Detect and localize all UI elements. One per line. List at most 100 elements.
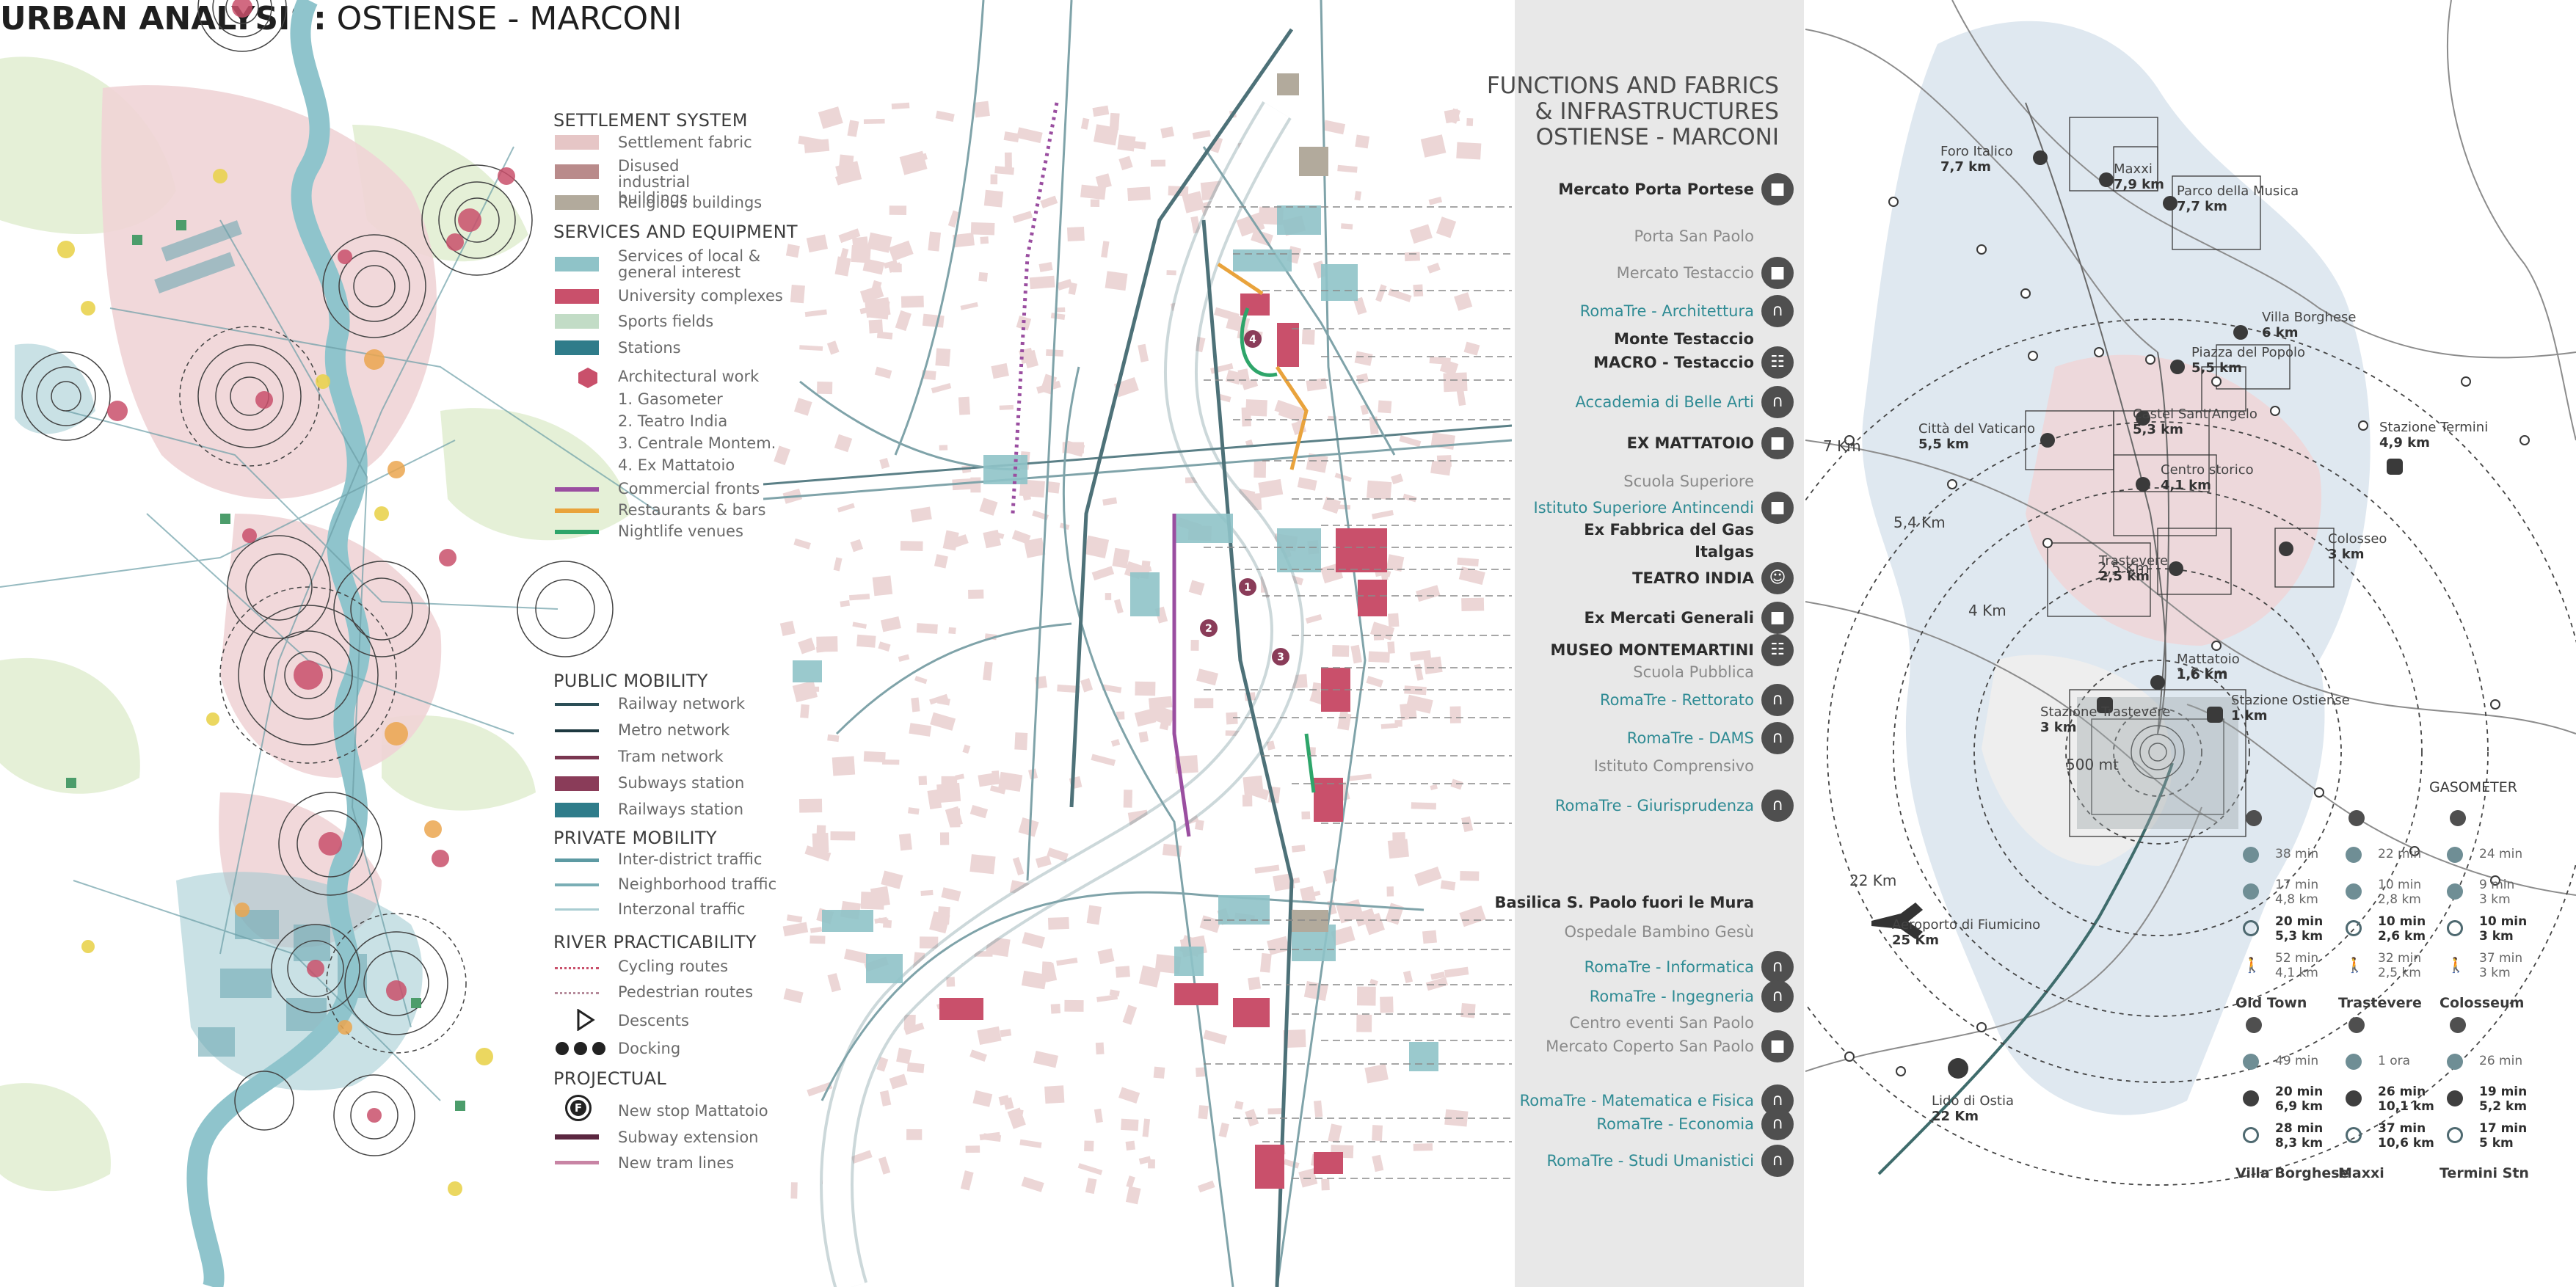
swatch-fabric: [555, 135, 599, 150]
fabric-block: [843, 948, 870, 964]
hexagon-icon: [578, 368, 597, 388]
fabric-block: [983, 529, 1002, 549]
arch-number-3: 3: [1277, 652, 1284, 663]
function-item: EX MATTATOIO: [1626, 434, 1754, 452]
fabric-block: [1337, 164, 1358, 173]
fabric-block: [1410, 650, 1432, 662]
fabric-block: [1091, 754, 1116, 767]
line-railway: [555, 703, 599, 706]
travel-duration: 28 min: [2275, 1121, 2324, 1136]
fabric-block: [1266, 740, 1276, 751]
fabric-block: [973, 101, 990, 118]
fabric-block: [1341, 223, 1353, 230]
fabric-block: [1242, 795, 1253, 807]
legend-item: Pedestrian routes: [618, 983, 754, 1001]
fabric-block: [1126, 1175, 1135, 1189]
fabric-block: [1237, 368, 1251, 385]
fabric-block: [903, 1022, 925, 1035]
line-subway-extension: [555, 1134, 599, 1140]
fabric-block: [1115, 966, 1130, 978]
fabric-block: [882, 759, 900, 765]
fabric-block: [1274, 399, 1302, 419]
arch-number-4: 4: [1249, 334, 1256, 346]
fabric-block: [862, 258, 885, 275]
bus-icon: [2243, 847, 2259, 863]
fabric-block: [1366, 480, 1392, 500]
travel-duration: 22 min: [2378, 847, 2422, 861]
fabric-block: [895, 310, 912, 332]
fabric-block: [785, 244, 800, 258]
fabric-block: [1386, 554, 1405, 572]
fabric-block: [860, 892, 885, 910]
fabric-block: [1423, 656, 1443, 675]
place-distance: 5,5 km: [2191, 360, 2242, 376]
swatch-industrial: [555, 164, 599, 179]
fabric-block: [1428, 197, 1443, 205]
fabric-block: [979, 1131, 1001, 1141]
place-name: Maxxi: [2114, 161, 2153, 177]
function-icon: ∩: [1761, 295, 1794, 327]
bus-icon: [2447, 847, 2463, 863]
travel-distance: 8,3 km: [2275, 1136, 2324, 1151]
fabric-block: [1301, 329, 1315, 345]
fabric-block: [958, 396, 971, 415]
fabric-block: [1380, 996, 1394, 1013]
fabric-block: [774, 445, 790, 466]
fabric-block: [1356, 986, 1376, 1006]
fabric-block: [1301, 811, 1311, 820]
travel-duration: 1 ora: [2378, 1054, 2411, 1068]
location-pin-icon: [2246, 1017, 2262, 1033]
fabric-block: [872, 575, 893, 597]
fabric-block: [1068, 282, 1077, 295]
legend-item: Inter-district traffic: [618, 850, 763, 868]
legend-item: Descents: [618, 1012, 689, 1029]
fabric-block: [1366, 676, 1383, 688]
place-distance: 6 km: [2262, 325, 2299, 340]
fabric-block: [1458, 566, 1485, 586]
fabric-block: [928, 231, 942, 252]
travel-duration: 10 min: [2378, 878, 2422, 892]
function-icon: ☷: [1761, 634, 1794, 666]
fabric-block: [898, 654, 910, 662]
fabric-block: [1056, 307, 1066, 313]
location-pin-icon: [2246, 810, 2262, 826]
fabric-block: [1300, 886, 1317, 903]
travel-duration: 32 min: [2378, 951, 2422, 966]
train-icon: [2346, 883, 2362, 900]
travel-distance: 5,3 km: [2275, 929, 2324, 944]
fabric-block: [1118, 1087, 1140, 1104]
place-name: Castel Sant'Angelo: [2133, 406, 2257, 422]
fabric-block: [850, 539, 864, 553]
place-name: Centro storico: [2161, 462, 2254, 478]
fabric-block: [909, 723, 932, 737]
swatch-university: [555, 289, 599, 304]
car-icon: [2447, 1090, 2463, 1106]
fabric-block: [1242, 775, 1264, 795]
function-item: RomaTre - Economia: [1596, 1115, 1754, 1133]
fabric-block: [1456, 389, 1466, 406]
fabric-block: [1080, 117, 1090, 130]
fabric-block: [815, 646, 825, 653]
fabric-block: [1322, 496, 1342, 514]
fabric-block: [1248, 977, 1261, 991]
fabric-block: [1016, 316, 1032, 331]
legend-item: Services of local & general interest: [618, 247, 761, 281]
function-item: MUSEO MONTEMARTINI: [1550, 641, 1754, 659]
fabric-block: [948, 627, 956, 635]
swatch-sports: [555, 314, 599, 329]
line-commercial: [555, 487, 599, 492]
fabric-block: [794, 398, 812, 416]
fabric-block: [1084, 1140, 1094, 1152]
travel-distance: 3 km: [2479, 892, 2511, 907]
distance-ring-label: 1,6 Km: [2176, 665, 2228, 682]
fabric-block: [1125, 1186, 1141, 1205]
fabric-block: [1011, 530, 1031, 544]
fabric-block: [804, 845, 832, 861]
fabric-block: [1356, 373, 1369, 384]
fabric-block: [1105, 271, 1128, 291]
fabric-block: [793, 538, 811, 550]
